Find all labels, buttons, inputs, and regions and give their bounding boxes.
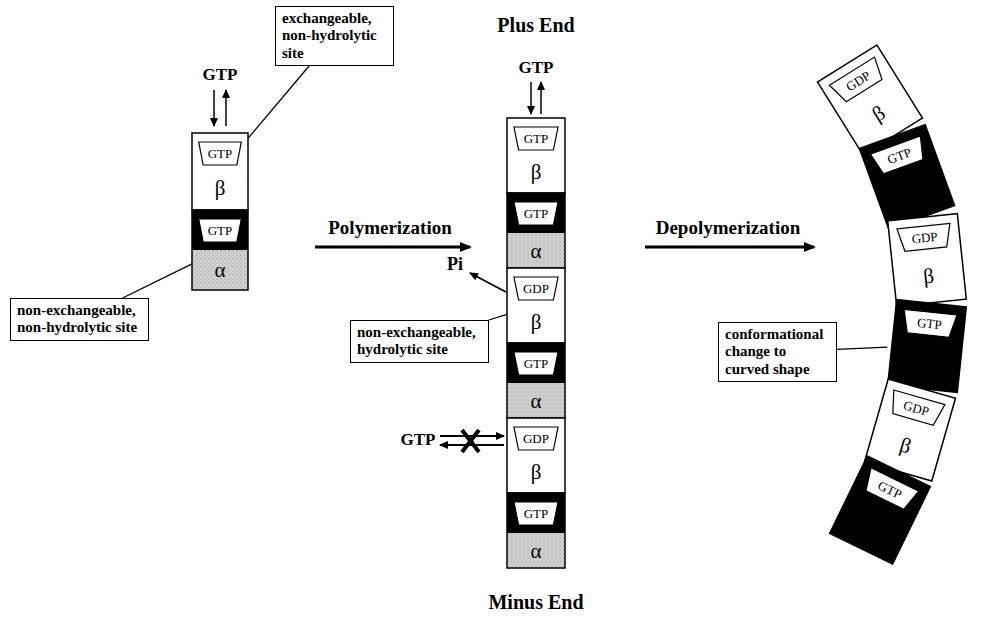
leader-line (489, 314, 507, 320)
alpha-tubulin: GTP α (507, 493, 565, 568)
alpha-tubulin: GTP α (192, 210, 248, 290)
subunit-letter: α (507, 538, 565, 564)
diagram-label: GTP (519, 58, 554, 78)
diagram-label: Minus End (488, 590, 583, 614)
subunit-letter: β (507, 309, 565, 335)
subunit-letter: α (192, 257, 248, 283)
beta-tubulin: GDP β (507, 268, 565, 343)
callout-box: non-exchangeable, hydrolytic site (350, 320, 489, 363)
block-cross (462, 430, 479, 452)
nucleotide-label: GDP (507, 429, 565, 449)
callout-box: conformational change to curved shape (718, 322, 837, 382)
nucleotide-label: GTP (507, 129, 565, 149)
diagram-label: Pi (447, 254, 463, 276)
subunit-letter: α (507, 238, 565, 264)
diagram-label: Depolymerization (656, 217, 801, 240)
diagram-label: Polymerization (328, 217, 451, 240)
callout-box: non-exchangeable, non-hydrolytic site (10, 298, 149, 341)
alpha-tubulin: GTP α (507, 193, 565, 268)
callout-text: non-exchangeable, non-hydrolytic site (17, 302, 142, 337)
exchange-arrow-up (225, 90, 227, 126)
beta-tubulin: GDPβ (887, 214, 966, 307)
leader-line (248, 66, 309, 139)
beta-tubulin: GTP β (192, 133, 248, 210)
callout-box: exchangeable, non-hydrolytic site (275, 6, 394, 66)
phosphate-release-arrow (470, 273, 506, 292)
exchange-arrow-down (530, 82, 532, 114)
nucleotide-label: GTP (507, 204, 565, 224)
leader-line (123, 264, 192, 298)
subunit-shape (887, 214, 966, 307)
leader-line (837, 347, 887, 349)
subunit-letter: α (507, 388, 565, 414)
beta-tubulin: GTP β (507, 118, 565, 193)
exchange-arrow-up (540, 82, 542, 114)
depolymerization-arrow (645, 246, 814, 249)
nucleotide-label: GDP (507, 279, 565, 299)
diagram-label: GTP (203, 65, 238, 85)
subunit-letter: β (507, 459, 565, 485)
polymerization-arrow (315, 246, 470, 249)
subunit-shape (887, 299, 966, 392)
nucleotide-label: GTP (192, 144, 248, 164)
callout-text: exchangeable, non-hydrolytic site (282, 10, 387, 62)
callout-text: non-exchangeable, hydrolytic site (357, 324, 482, 359)
nucleotide-label: GTP (507, 504, 565, 524)
beta-tubulin: GDP β (507, 418, 565, 493)
nucleotide-label: GTP (507, 354, 565, 374)
diagram-label: GTP (401, 430, 436, 450)
subunit-letter: β (507, 159, 565, 185)
alpha-tubulin: GTP α (507, 343, 565, 418)
nucleotide-label: GTP (192, 221, 248, 241)
block-cross (462, 430, 479, 452)
callout-text: conformational change to curved shape (725, 326, 830, 378)
diagram-label: Plus End (497, 13, 574, 37)
subunit-letter: β (192, 175, 248, 201)
exchange-arrow-down (213, 90, 215, 126)
alpha-tubulin: GTP (887, 299, 966, 392)
